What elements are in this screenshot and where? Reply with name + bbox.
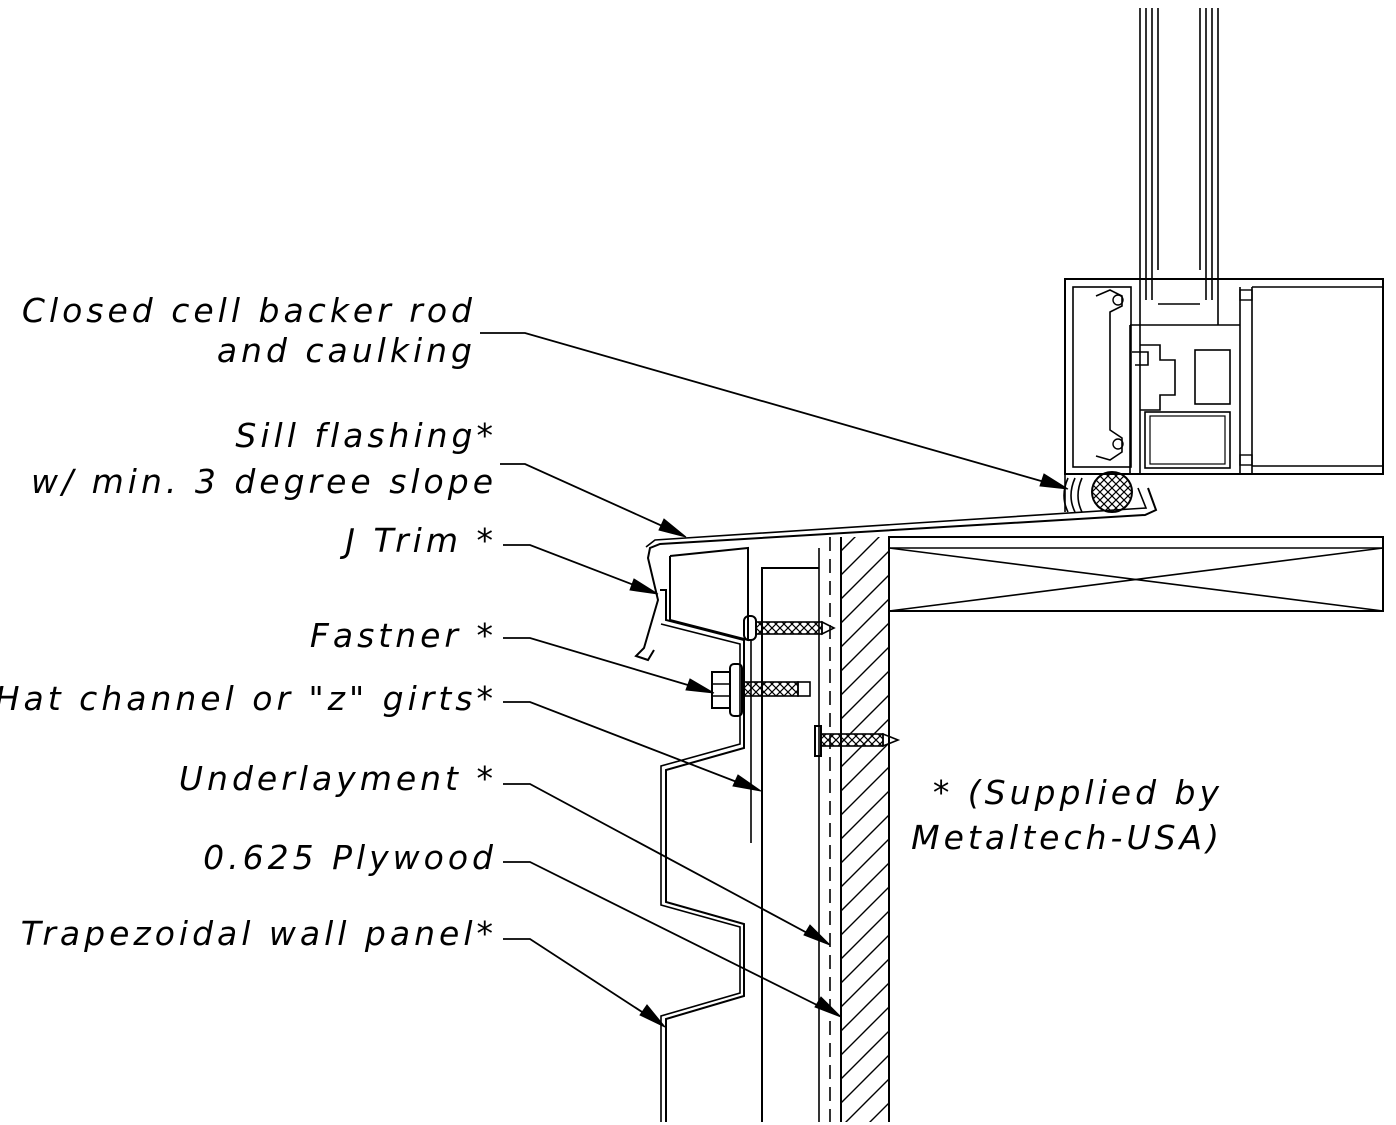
hex-fastener [711,663,811,717]
arrow-underlayment [803,924,831,946]
leader-j-trim [503,544,653,593]
trapezoidal-wall-panel-outer [660,589,745,1122]
thermal-break [1194,349,1231,405]
leader-fastner [503,637,709,692]
arrow-wall-panel [639,1004,666,1028]
leader-lines [480,332,1069,1028]
lower-chamber [1144,411,1231,469]
flashing [634,487,1158,662]
leader-backer-rod [480,332,1063,488]
label-sill-flashing-line2: w/ min. 3 degree slope [31,462,497,501]
screw-top [743,615,836,641]
sill-flashing [634,487,1158,662]
window-frame [1063,8,1384,513]
sill-frame-left-chamber [1072,286,1132,468]
arrow-j-trim [629,578,659,595]
backer-rod [1091,471,1133,513]
callout-labels: Closed cell backer rod and caulking Sill… [0,291,497,953]
header-cross-2 [888,547,1384,612]
hat-channel [761,567,819,1122]
arrow-plywood [814,996,842,1018]
wall-stud-hatch [841,537,889,1122]
leader-plywood [503,861,836,1015]
label-j-trim: J Trim * [339,521,497,560]
label-underlayment: Underlayment * [179,759,497,798]
label-plywood: 0.625 Plywood [203,838,497,877]
caulk-bead-1 [1063,477,1069,513]
sill-flashing-inner [645,487,1148,548]
leader-underlayment [503,783,825,943]
fasteners [711,615,901,757]
label-backer-rod-line2: and caulking [217,331,476,370]
label-backer-rod-line1: Closed cell backer rod [22,291,476,330]
arrow-fastner [685,678,715,694]
label-fastner: Fastner * [310,616,497,655]
header-beam [888,536,1384,612]
leader-wall-panel [503,938,660,1024]
note-line2: Metaltech-USA) [911,818,1223,857]
note-line1: * (Supplied by [933,773,1223,812]
trapezoidal-wall-panel-inner [660,623,741,1122]
j-trim [669,546,749,642]
arrow-hat-channel [732,774,762,792]
label-wall-panel: Trapezoidal wall panel* [21,914,497,953]
label-hat-channel: Hat channel or "z" girts* [0,679,497,718]
screw-lower [814,725,901,757]
supplier-note: * (Supplied by Metaltech-USA) [911,773,1223,857]
arrow-sill-flashing [658,518,687,538]
sill-frame-outer [1064,278,1384,475]
arrow-backer-rod [1039,473,1069,490]
leader-sill-flashing [500,463,681,535]
leader-hat-channel [503,701,756,790]
wall-section [660,536,1384,1122]
label-sill-flashing-line1: Sill flashing* [235,416,497,455]
